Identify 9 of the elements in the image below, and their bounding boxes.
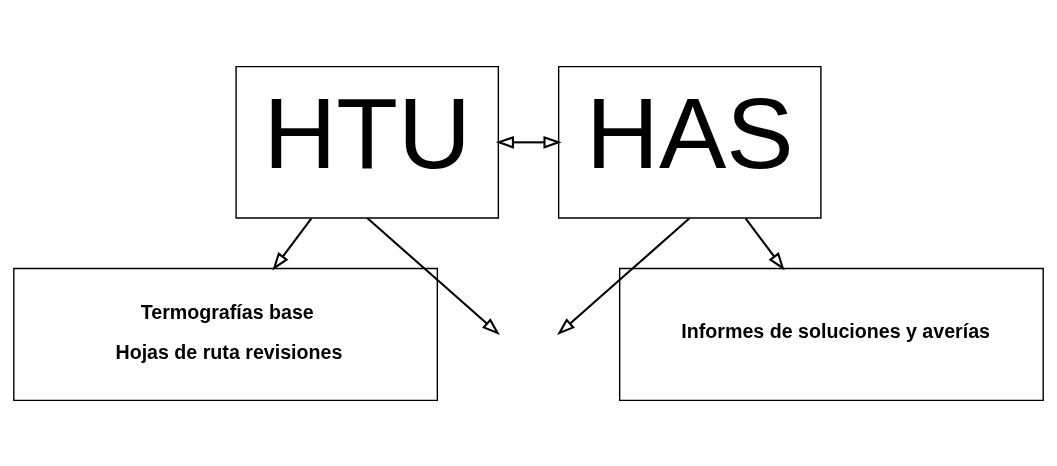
node-box: HTU <box>235 65 500 219</box>
node-box: Termografías base Hojas de ruta revisiones <box>13 267 439 401</box>
node-box: Informes de soluciones y averías <box>618 267 1044 401</box>
arrow <box>366 216 500 335</box>
arrow <box>744 217 785 270</box>
arrow <box>272 217 313 270</box>
node-box: HAS <box>557 65 822 219</box>
arrow <box>557 216 691 335</box>
arrow <box>495 135 562 149</box>
